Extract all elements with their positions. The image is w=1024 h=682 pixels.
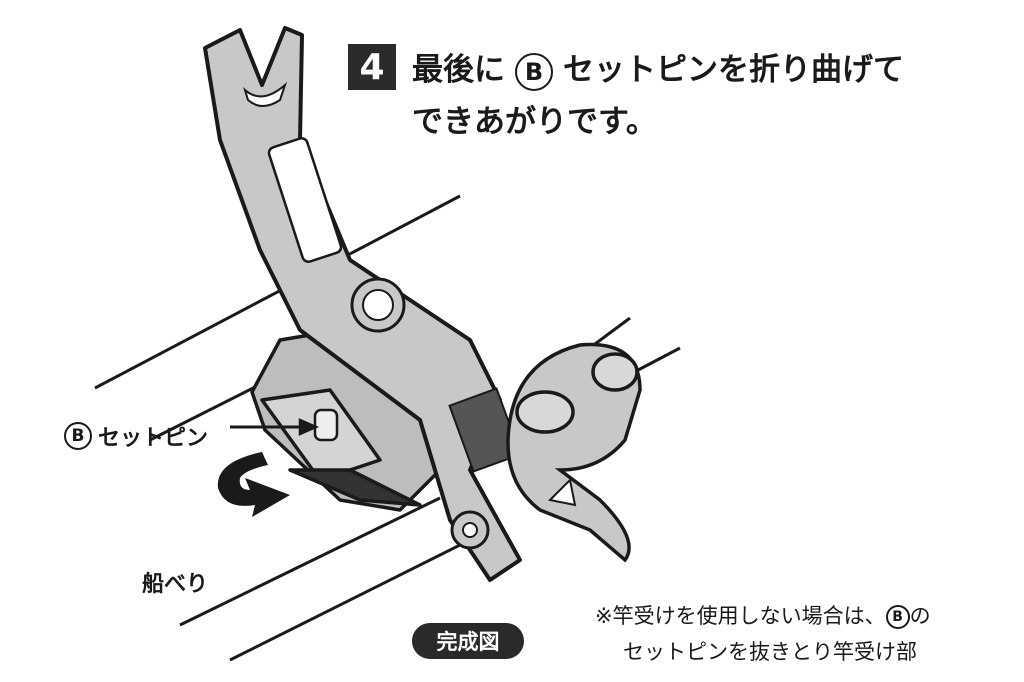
instruction-text: 最後に xyxy=(412,52,505,88)
circle-b-marker: B xyxy=(515,52,553,91)
circle-b-marker: B xyxy=(885,605,910,629)
step-instruction: 最後に B セットピンを折り曲げて できあがりです。 xyxy=(412,44,904,148)
set-pin xyxy=(230,408,339,442)
circle-b-marker: B xyxy=(64,422,92,450)
completed-badge: 完成図 xyxy=(412,623,524,659)
product-label xyxy=(267,137,343,263)
gunwale-label: 船べり xyxy=(142,572,209,597)
instruction-text-line2: できあがりです。 xyxy=(412,104,657,140)
note-text-line2: セットピンを抜きとり竿受け部 xyxy=(623,640,917,664)
rod-rest xyxy=(506,342,642,563)
callout-label: セットピン xyxy=(98,426,209,451)
note-text: ※竿受けを使用しない場合は、 xyxy=(595,604,886,628)
set-pin-callout: B セットピン xyxy=(64,420,208,452)
instruction-text: セットピンを折り曲げて xyxy=(563,52,904,88)
step-number: 4 xyxy=(348,44,396,90)
note-text: の xyxy=(909,604,931,628)
rotate-arrow-icon xyxy=(217,452,290,517)
